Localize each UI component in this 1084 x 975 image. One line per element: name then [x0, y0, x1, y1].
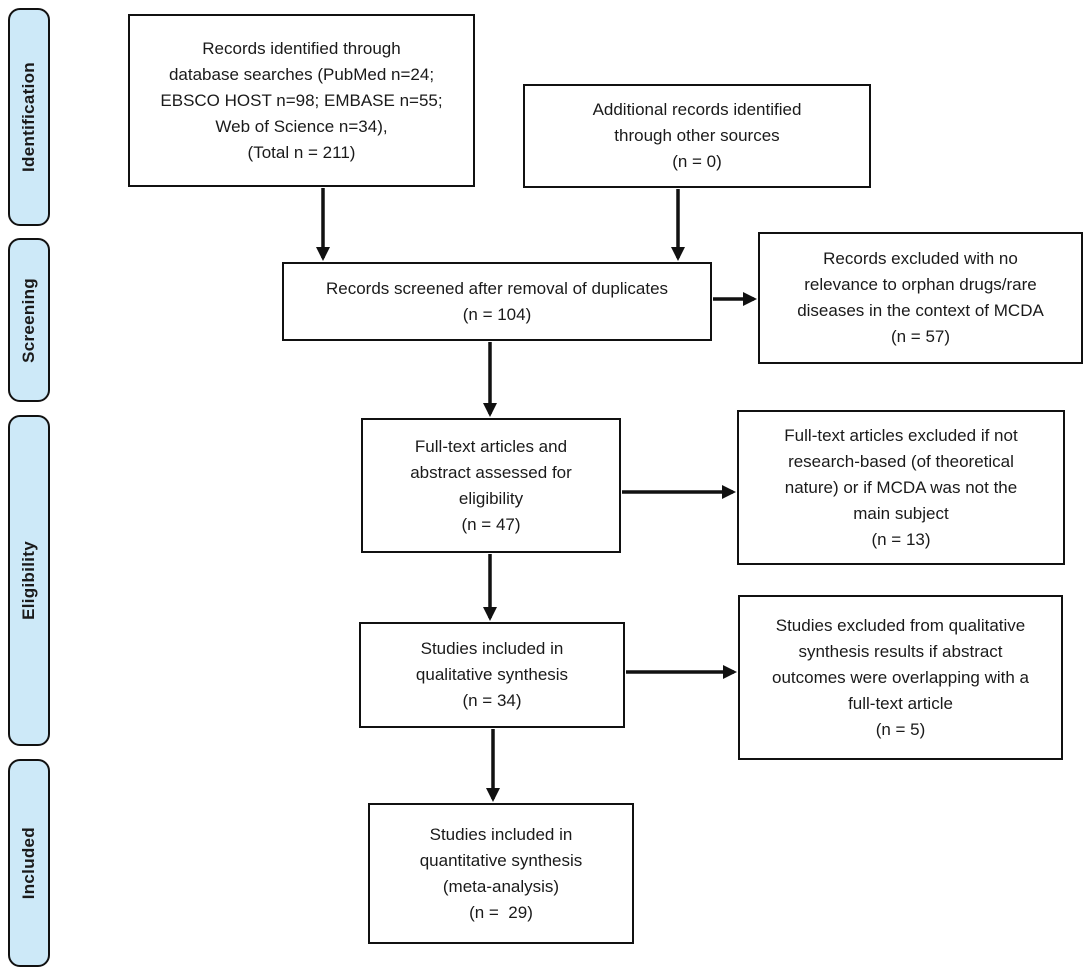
flow-box-qualitative-synthesis: Studies included in qualitative synthesi… — [359, 622, 625, 728]
flow-box-text-records-excluded: Records excluded with no relevance to or… — [797, 249, 1044, 346]
stage-band-included: Included — [8, 759, 50, 967]
stage-band-screening: Screening — [8, 238, 50, 402]
flow-box-qualitative-excluded: Studies excluded from qualitative synthe… — [738, 595, 1063, 760]
stage-label-included: Included — [19, 826, 38, 900]
stage-label-eligibility: Eligibility — [19, 541, 38, 620]
flow-box-text-records-screened: Records screened after removal of duplic… — [325, 278, 669, 324]
stage-band-identification: Identification — [8, 8, 50, 226]
flow-box-records-identified: Records identified through database sear… — [128, 14, 475, 187]
flow-box-fulltext-excluded: Full-text articles excluded if not resea… — [737, 410, 1065, 565]
flow-box-text-qualitative-synthesis: Studies included in qualitative synthesi… — [415, 639, 569, 710]
stage-label-screening: Screening — [19, 277, 38, 363]
flow-box-text-qualitative-excluded: Studies excluded from qualitative synthe… — [771, 615, 1030, 739]
stage-label-identification: Identification — [19, 62, 38, 172]
flow-box-fulltext-assessed: Full-text articles and abstract assessed… — [361, 418, 621, 553]
flow-box-additional-records: Additional records identified through ot… — [523, 84, 871, 188]
flow-box-text-fulltext-excluded: Full-text articles excluded if not resea… — [784, 425, 1018, 549]
flow-box-records-excluded: Records excluded with no relevance to or… — [758, 232, 1083, 364]
stage-band-eligibility: Eligibility — [8, 415, 50, 746]
flow-box-text-fulltext-assessed: Full-text articles and abstract assessed… — [410, 436, 572, 534]
flow-box-text-records-identified: Records identified through database sear… — [160, 38, 443, 162]
flow-box-quantitative-synthesis: Studies included in quantitative synthes… — [368, 803, 634, 944]
flow-box-text-quantitative-synthesis: Studies included in quantitative synthes… — [419, 824, 583, 922]
flow-box-text-additional-records: Additional records identified through ot… — [592, 100, 802, 171]
flow-box-records-screened: Records screened after removal of duplic… — [282, 262, 712, 341]
